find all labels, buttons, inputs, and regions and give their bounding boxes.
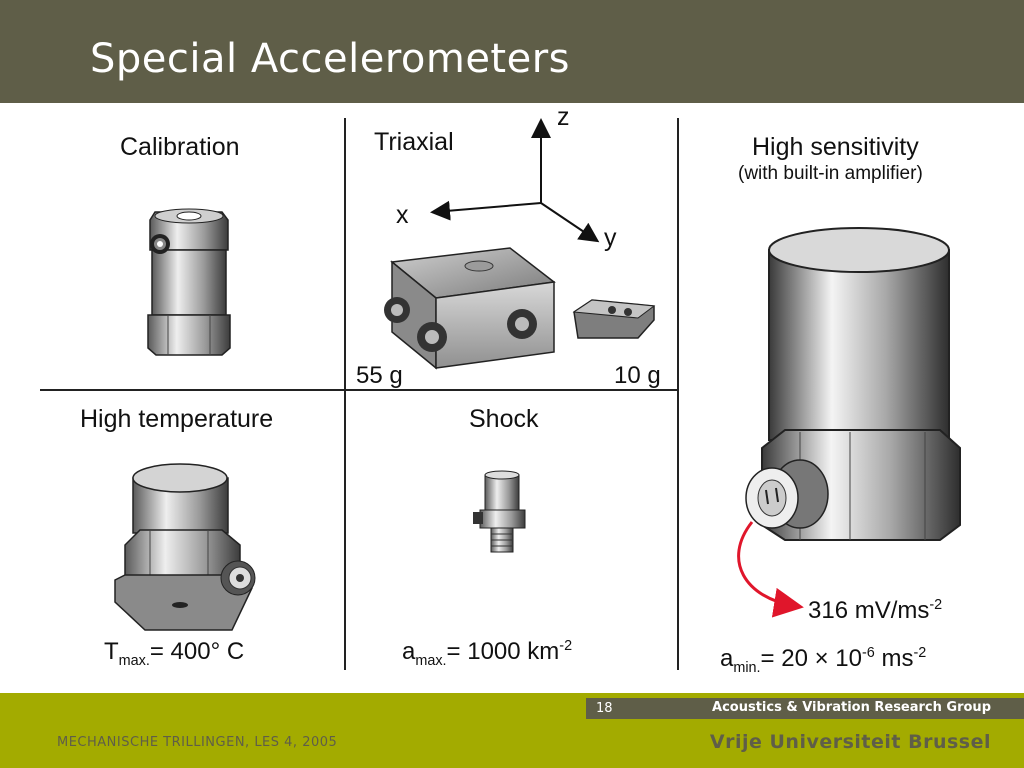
triaxial-mass-large: 55 g xyxy=(356,362,403,389)
shock-spec: amax.= 1000 km-2 xyxy=(402,638,573,669)
high-sensitivity-sublabel: (with built-in amplifier) xyxy=(738,163,923,184)
triaxial-axes-icon xyxy=(430,118,600,243)
small-triaxial-accelerometer-icon xyxy=(572,299,656,339)
axis-x-label: x xyxy=(396,201,409,229)
course-title: MECHANISCHE TRILLINGEN, LES 4, 2005 xyxy=(57,735,338,750)
triaxial-mass-small: 10 g xyxy=(614,362,661,389)
slide-title: Special Accelerometers xyxy=(90,36,571,82)
shock-accelerometer-icon xyxy=(473,470,526,553)
triaxial-label: Triaxial xyxy=(374,128,454,156)
high-sensitivity-spec: amin.= 20 × 10-6 ms-2 xyxy=(720,645,927,676)
high-temperature-accelerometer-icon xyxy=(114,463,256,631)
high-sensitivity-label: High sensitivity xyxy=(752,133,919,161)
axis-z-label: z xyxy=(557,103,570,131)
high-sensitivity-accelerometer-icon xyxy=(745,227,961,541)
sensitivity-value: 316 mV/ms-2 xyxy=(808,597,943,624)
axis-y-label: y xyxy=(604,224,617,252)
triaxial-accelerometer-icon xyxy=(384,247,556,370)
sensitivity-arrow xyxy=(737,521,804,618)
calibration-label: Calibration xyxy=(120,133,240,161)
university-name: Vrije Universiteit Brussel xyxy=(709,731,991,753)
research-group: Acoustics & Vibration Research Group xyxy=(712,700,991,715)
slide-header xyxy=(0,0,1024,103)
shock-label: Shock xyxy=(469,405,539,433)
footer-band xyxy=(586,698,1024,719)
high-temperature-label: High temperature xyxy=(80,405,274,433)
high-temperature-spec: Tmax.= 400° C xyxy=(104,638,245,669)
calibration-accelerometer-icon xyxy=(147,208,231,356)
page-number: 18 xyxy=(596,701,613,716)
